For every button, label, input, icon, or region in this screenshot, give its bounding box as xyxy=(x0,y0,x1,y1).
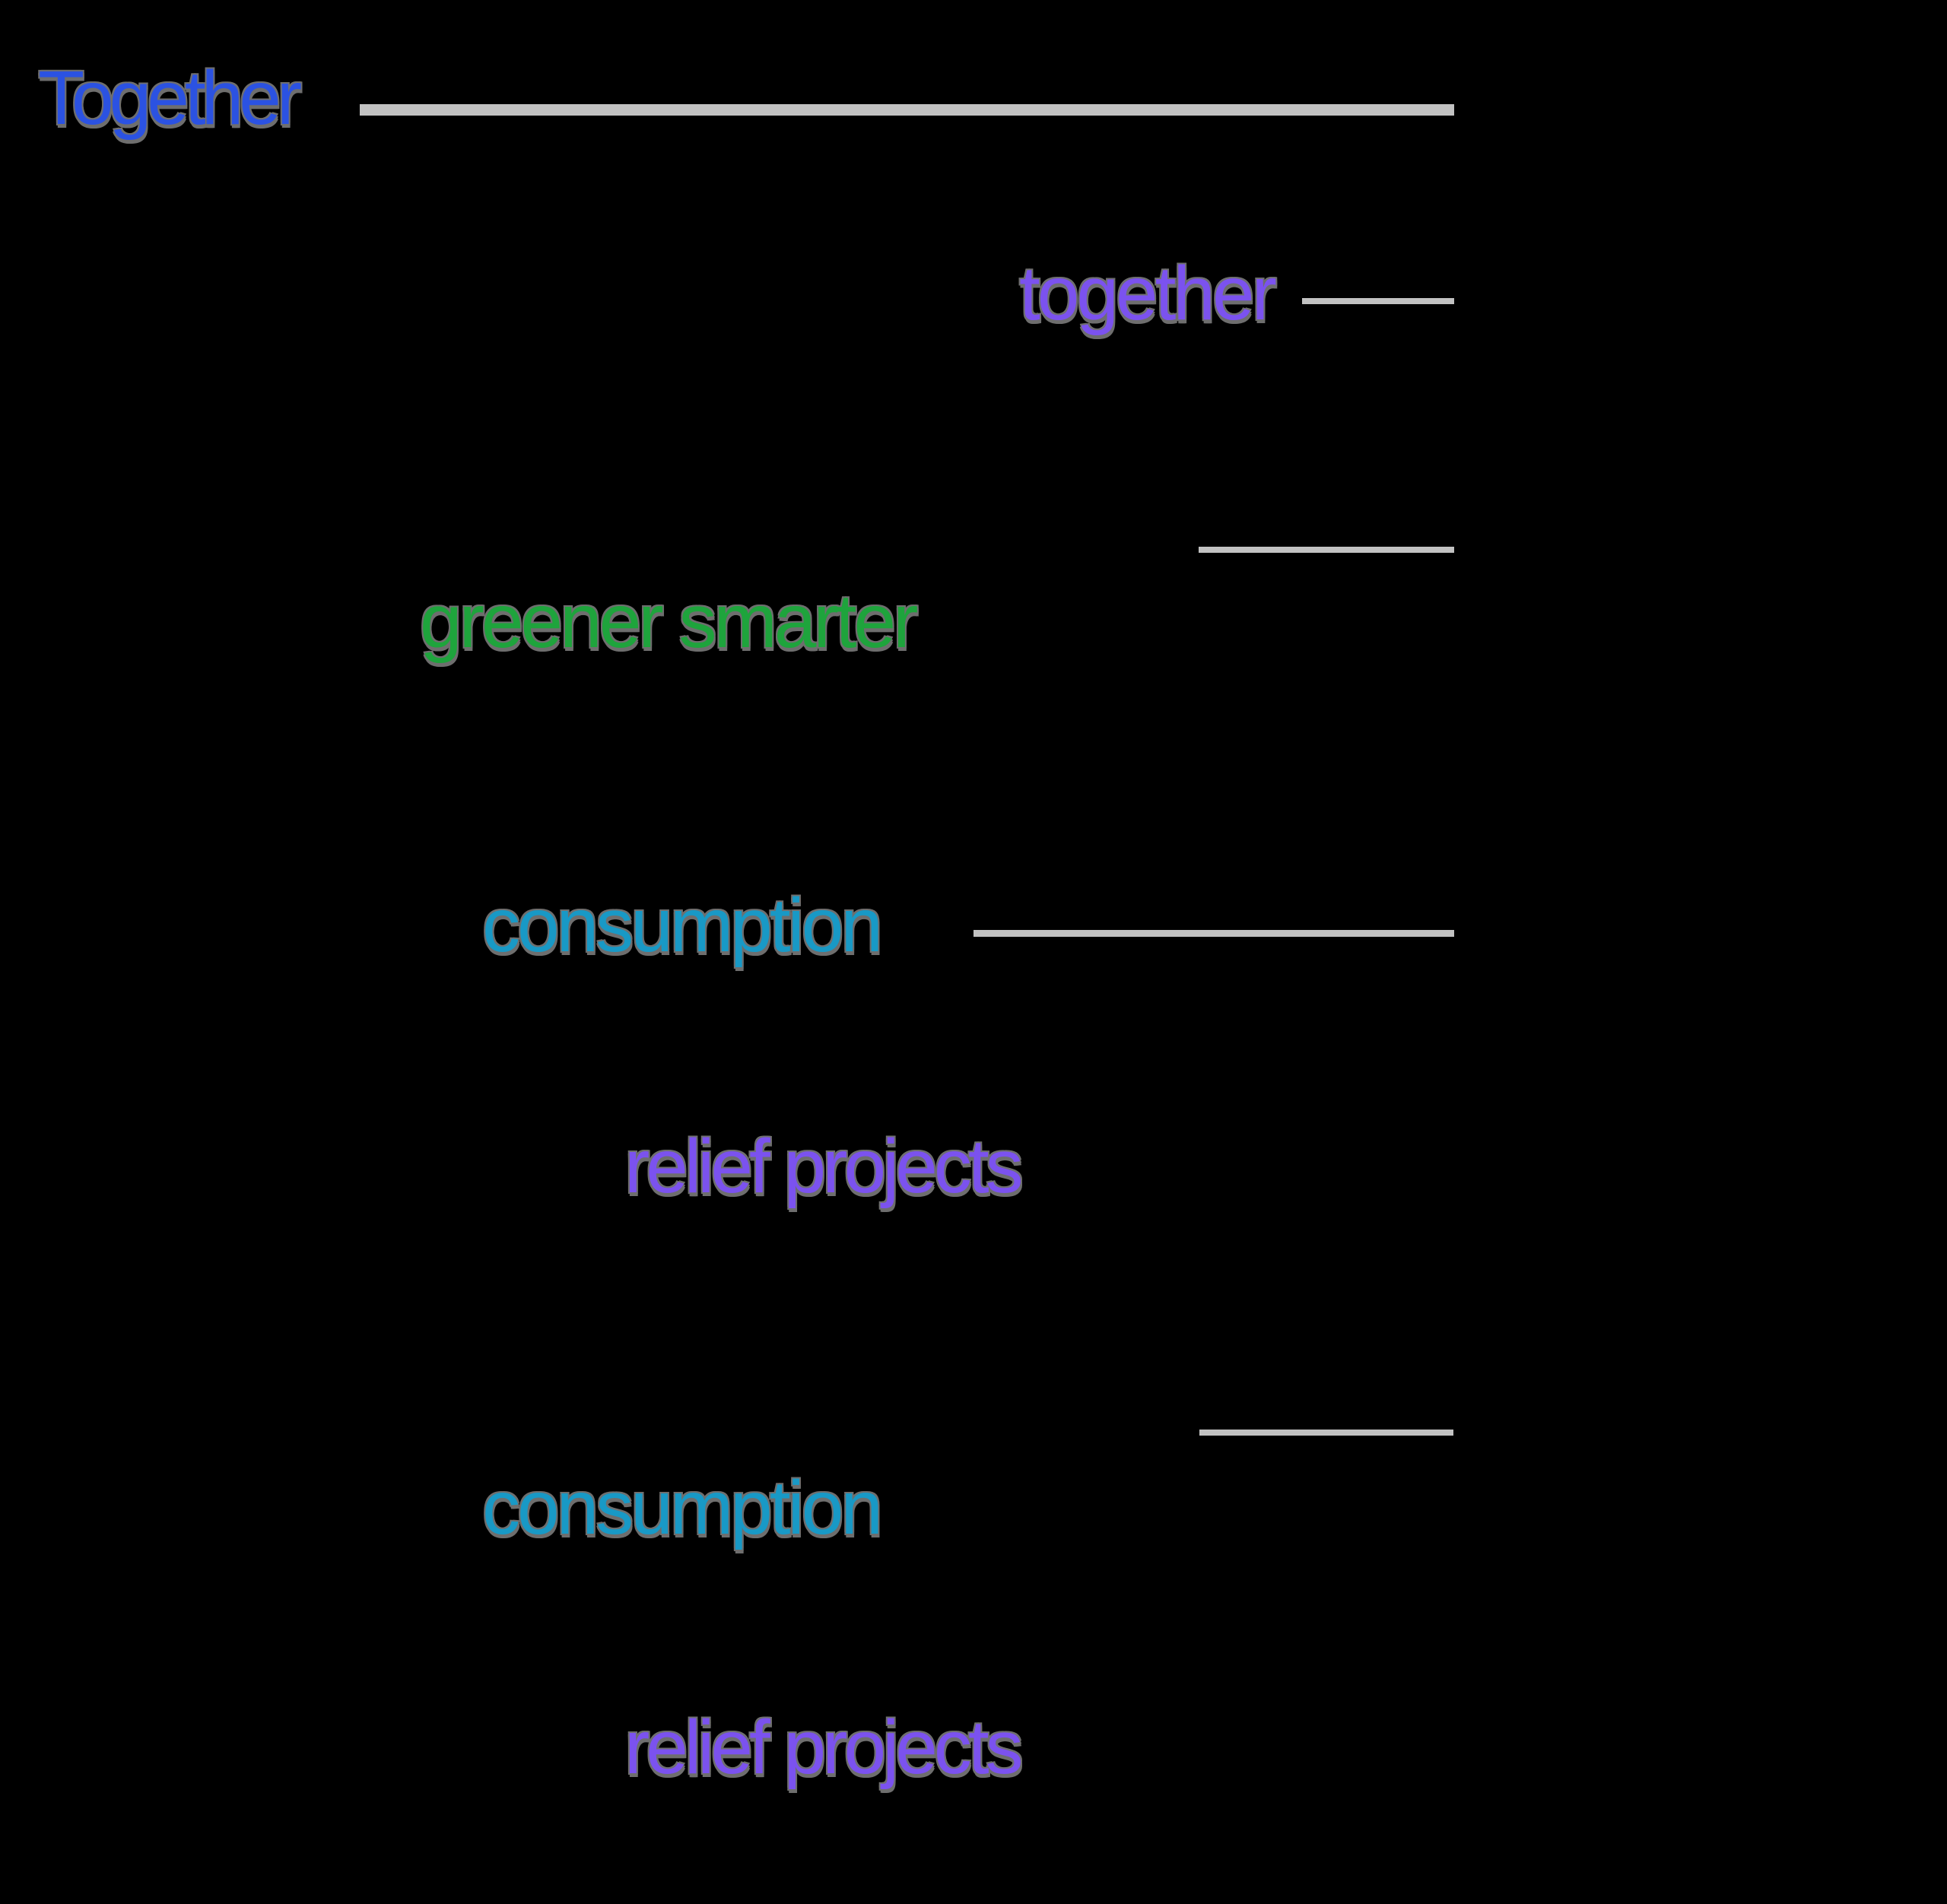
relief-projects-label-1: relief projects xyxy=(624,1124,1024,1209)
consumption-label-1: consumption xyxy=(482,883,883,968)
divider-line-5 xyxy=(1199,1430,1453,1436)
divider-line-3 xyxy=(1199,547,1454,553)
together-sub-label: together xyxy=(1019,251,1277,336)
together-title-label: Together xyxy=(38,56,302,141)
divider-line-4 xyxy=(974,930,1454,937)
relief-projects-label-2: relief projects xyxy=(624,1705,1024,1790)
greener-smarter-label: greener smarter xyxy=(420,579,918,664)
divider-line-2 xyxy=(1302,298,1454,304)
divider-line-1 xyxy=(360,104,1454,116)
consumption-label-2: consumption xyxy=(482,1465,883,1550)
